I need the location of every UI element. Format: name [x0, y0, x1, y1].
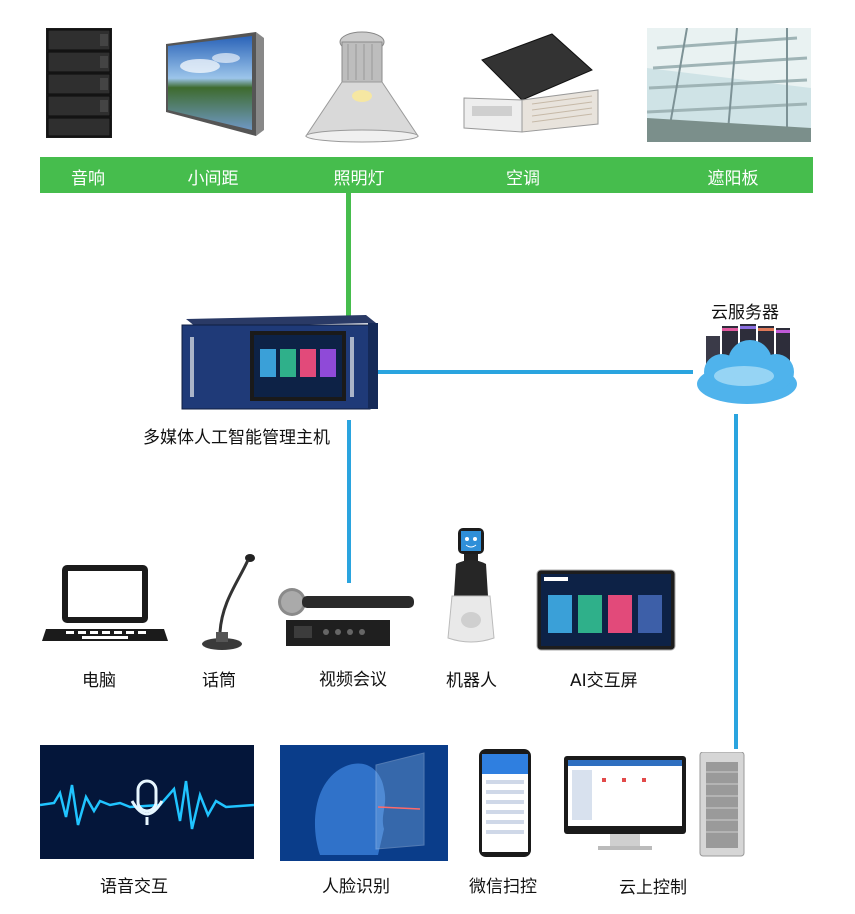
- connector-green-vertical: [346, 193, 351, 318]
- lamp-image: [302, 26, 422, 144]
- connector-host-down: [347, 420, 351, 583]
- cloud-control-label: 云上控制: [619, 878, 687, 898]
- control-devices-bar: 音响 小间距 照明灯 空调 遮阳板: [40, 157, 813, 193]
- voice-interaction-image: [40, 745, 254, 859]
- ac-image: [462, 30, 602, 134]
- pc-label: 电脑: [82, 671, 116, 691]
- face-recognition-image: [280, 745, 448, 861]
- desktop-computer-image: [562, 752, 748, 858]
- phone-image: [478, 748, 532, 858]
- cloud-server-icon: [692, 320, 802, 412]
- connector-host-cloud: [375, 370, 693, 374]
- ai-screen-label: AI交互屏: [570, 671, 638, 691]
- voice-label: 语音交互: [100, 877, 168, 897]
- speaker-image: [44, 26, 116, 140]
- connector-cloud-down: [734, 414, 738, 749]
- ai-screen-image: [536, 569, 676, 651]
- sunshade-image: [647, 28, 811, 142]
- face-label: 人脸识别: [322, 877, 390, 897]
- robot-image: [444, 526, 498, 648]
- sunshade-label: 遮阳板: [707, 169, 759, 189]
- ac-label: 空调: [506, 169, 540, 189]
- laptop-icon: [42, 563, 168, 645]
- cloud-label: 云服务器: [711, 303, 779, 323]
- lamp-label: 照明灯: [333, 169, 385, 189]
- wechat-label: 微信扫控: [469, 877, 537, 897]
- robot-label: 机器人: [446, 671, 497, 691]
- mic-label: 话筒: [202, 671, 236, 691]
- gooseneck-mic-image: [198, 552, 262, 652]
- led-wall-label: 小间距: [187, 169, 239, 189]
- video-conference-label: 视频会议: [319, 670, 387, 690]
- host-unit-image: [180, 313, 380, 411]
- led-wall-image: [160, 30, 270, 140]
- host-label: 多媒体人工智能管理主机: [143, 428, 330, 448]
- speaker-label: 音响: [71, 169, 105, 189]
- wireless-mic-image: [276, 584, 420, 650]
